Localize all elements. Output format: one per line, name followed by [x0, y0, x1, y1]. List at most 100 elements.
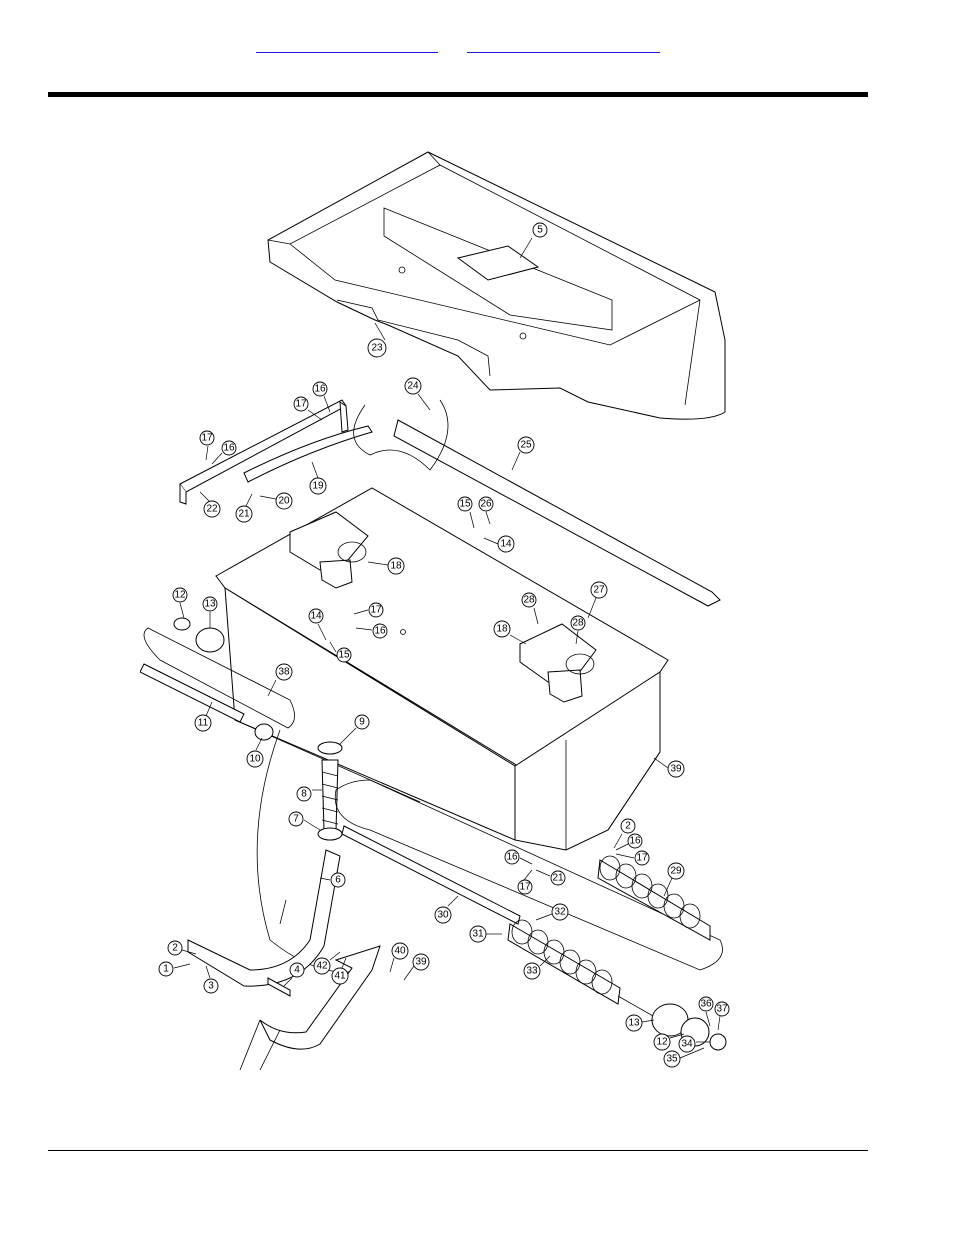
drive-shaft-left — [140, 617, 295, 741]
svg-text:31: 31 — [472, 929, 484, 940]
callout-32: 32 — [535, 903, 569, 921]
svg-text:8: 8 — [301, 789, 307, 800]
callout-3: 3 — [203, 965, 219, 994]
callout-9: 9 — [339, 714, 370, 745]
header-link-1[interactable] — [256, 38, 438, 53]
svg-text:5: 5 — [537, 225, 543, 236]
hinge-shaft — [353, 399, 721, 607]
svg-text:21: 21 — [552, 873, 564, 884]
svg-text:17: 17 — [201, 433, 213, 444]
svg-text:26: 26 — [480, 499, 492, 510]
svg-text:14: 14 — [310, 611, 322, 622]
callout-35: 35 — [663, 1047, 705, 1068]
callout-8: 8 — [296, 786, 322, 802]
callout-40: 40 — [389, 942, 409, 973]
callout-28-a: 28 — [521, 592, 539, 625]
callout-7: 7 — [288, 811, 321, 831]
svg-text:13: 13 — [628, 1018, 640, 1029]
svg-text:40: 40 — [394, 946, 406, 957]
svg-text:29: 29 — [670, 866, 682, 877]
svg-text:9: 9 — [359, 717, 365, 728]
svg-text:25: 25 — [520, 440, 532, 451]
callout-20: 20 — [259, 492, 293, 510]
svg-text:36: 36 — [700, 999, 712, 1010]
callout-13-a: 13 — [202, 596, 218, 628]
callout-2-b: 2 — [167, 940, 197, 956]
callout-24: 24 — [404, 377, 431, 411]
mounting-bracket — [187, 849, 381, 1070]
header-rule — [48, 92, 868, 97]
callout-22: 22 — [199, 491, 221, 518]
svg-text:22: 22 — [206, 504, 218, 515]
callout-17-a: 17 — [293, 396, 323, 421]
seed-cup-left — [289, 511, 369, 589]
svg-text:1: 1 — [163, 964, 169, 975]
callout-36: 36 — [698, 996, 714, 1027]
svg-text:2: 2 — [625, 821, 631, 832]
callout-17-d: 17 — [615, 850, 650, 866]
svg-text:16: 16 — [374, 626, 386, 637]
svg-text:10: 10 — [249, 754, 261, 765]
callout-38: 38 — [267, 663, 293, 697]
svg-text:20: 20 — [278, 496, 290, 507]
parts-diagram: 5 23 24 25 16 17 17 16 19 20 21 22 15 26… — [140, 140, 740, 1070]
callout-25: 25 — [511, 436, 535, 471]
svg-text:37: 37 — [716, 1004, 728, 1015]
svg-text:28: 28 — [523, 595, 535, 606]
svg-text:35: 35 — [666, 1054, 678, 1065]
callout-37: 37 — [714, 1001, 730, 1031]
callout-16-b: 16 — [211, 440, 237, 465]
svg-text:16: 16 — [506, 852, 518, 863]
callout-15-b: 15 — [329, 641, 352, 663]
svg-text:17: 17 — [636, 853, 648, 864]
svg-text:34: 34 — [681, 1039, 693, 1050]
header-link-2[interactable] — [467, 38, 660, 53]
callout-18-b: 18 — [493, 620, 527, 645]
svg-text:21: 21 — [238, 509, 250, 520]
svg-text:11: 11 — [198, 718, 209, 729]
callout-16-c: 16 — [355, 623, 388, 639]
callout-12-b: 12 — [653, 1033, 685, 1051]
drive-shaft-lower — [334, 779, 723, 971]
callout-17-c: 17 — [353, 602, 384, 618]
callout-1: 1 — [158, 961, 191, 977]
svg-text:12: 12 — [174, 590, 186, 601]
svg-text:39: 39 — [670, 764, 682, 775]
svg-text:4: 4 — [294, 965, 300, 976]
svg-text:32: 32 — [554, 907, 566, 918]
svg-text:16: 16 — [314, 384, 326, 395]
callout-5: 5 — [519, 222, 548, 259]
callout-23: 23 — [367, 322, 387, 358]
svg-text:18: 18 — [390, 561, 402, 572]
svg-text:17: 17 — [370, 605, 382, 616]
callout-17-e: 17 — [517, 869, 533, 895]
svg-text:14: 14 — [500, 539, 512, 550]
callout-39-b: 39 — [403, 953, 430, 981]
callout-33: 33 — [523, 955, 551, 980]
callout-6: 6 — [319, 872, 346, 888]
svg-text:24: 24 — [407, 381, 419, 392]
callout-26: 26 — [478, 496, 494, 525]
svg-text:12: 12 — [656, 1037, 668, 1048]
callout-10: 10 — [246, 737, 264, 768]
svg-text:39: 39 — [415, 957, 427, 968]
callout-11: 11 — [194, 701, 213, 732]
footer-rule — [48, 1150, 868, 1151]
svg-text:3: 3 — [208, 981, 214, 992]
callout-13-b: 13 — [625, 1014, 655, 1032]
callout-28-b: 28 — [570, 615, 586, 645]
callout-41: 41 — [331, 957, 349, 985]
svg-text:15: 15 — [338, 650, 350, 661]
callout-14-b: 14 — [308, 608, 327, 641]
svg-text:13: 13 — [204, 599, 216, 610]
callout-27: 27 — [587, 581, 608, 619]
svg-text:2: 2 — [172, 943, 178, 954]
svg-text:16: 16 — [223, 443, 235, 454]
callout-4: 4 — [283, 962, 305, 987]
svg-text:41: 41 — [334, 971, 346, 982]
svg-text:16: 16 — [629, 836, 641, 847]
hopper-lid — [267, 151, 726, 420]
agitator-linkage — [179, 399, 373, 505]
spring-assembly — [317, 741, 343, 841]
svg-text:30: 30 — [437, 910, 449, 921]
